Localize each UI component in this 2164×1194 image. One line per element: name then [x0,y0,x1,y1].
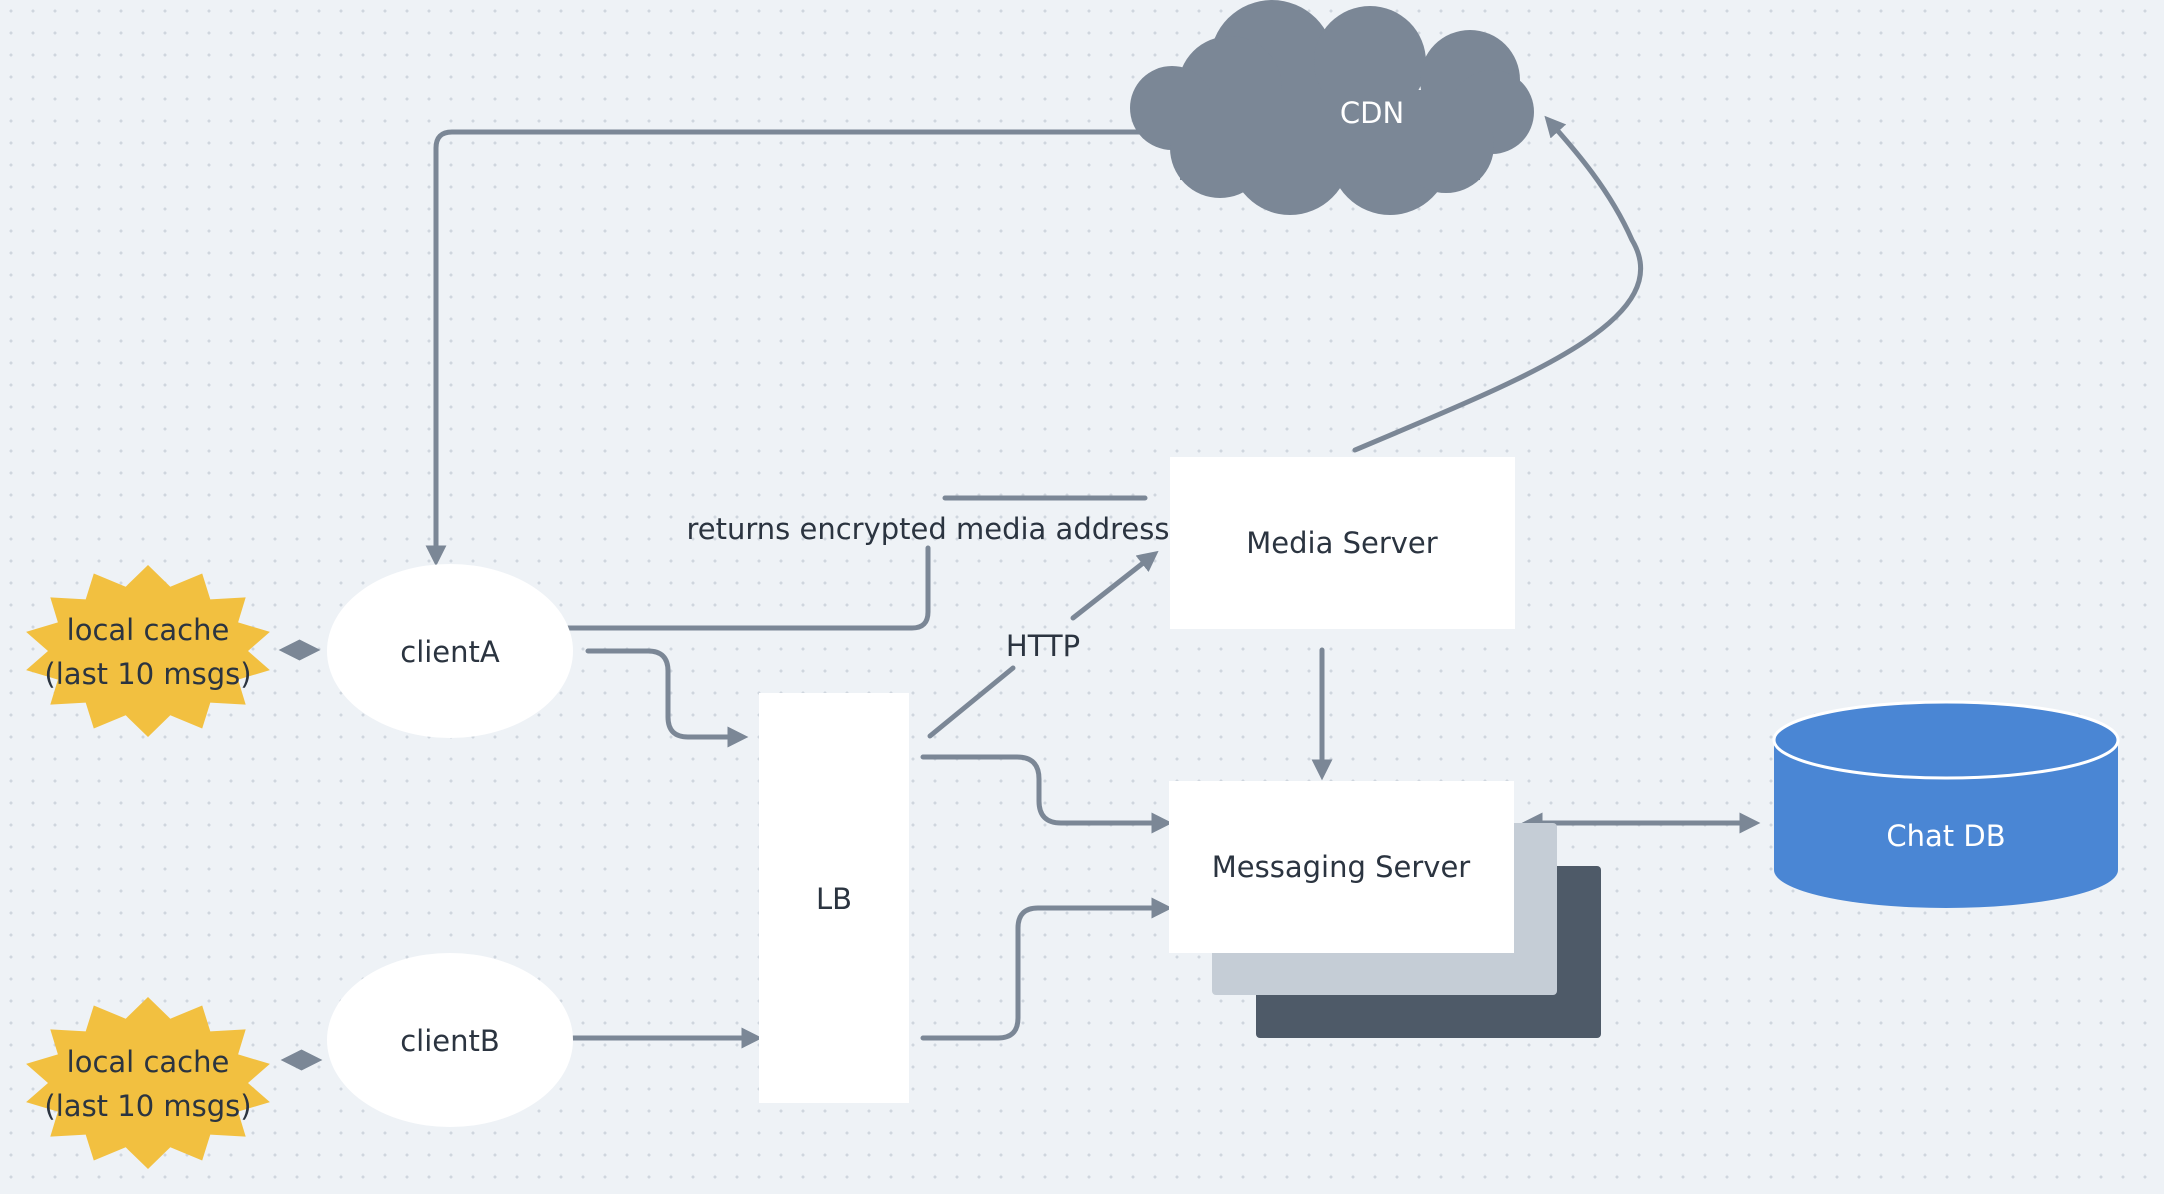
cache-b-line2: (last 10 msgs) [44,1089,251,1123]
returns-encrypted-media-address-label: returns encrypted media address [687,512,1170,546]
cache-b-line1: local cache [67,1045,230,1079]
edge-clienta-to-lb [585,648,749,748]
messaging-server-box [1169,781,1514,953]
clientb-node[interactable]: clientB [327,953,573,1127]
edge-cdn-to-clienta [425,129,1195,567]
cdn-node[interactable]: CDN [1130,0,1534,215]
edge-lb-to-media-a [927,665,1016,739]
messaging-server-label: Messaging Server [1212,850,1471,884]
cache-a-line2: (last 10 msgs) [44,657,251,691]
edge-media-to-clienta [546,495,1148,628]
media-server-box [1170,457,1515,629]
clientb-label: clientB [400,1024,500,1058]
messaging-server-node[interactable]: Messaging Server [1169,781,1601,1038]
media-server-node[interactable]: Media Server [1170,457,1515,629]
cloud-icon [1130,0,1534,215]
http-label: HTTP [1006,629,1080,663]
clientb-ellipse [327,953,573,1127]
edge-lb-to-media-b [1070,550,1159,621]
chat-db-label: Chat DB [1886,819,2005,853]
chat-db-node[interactable]: Chat DB [1772,700,2120,908]
starburst-icon [26,997,270,1169]
local-cache-a-node[interactable]: local cache (last 10 msgs) [26,565,270,737]
local-cache-b-node[interactable]: local cache (last 10 msgs) [26,997,270,1169]
lb-node[interactable]: LB [759,693,909,1103]
clienta-node[interactable]: clientA [327,564,573,738]
clienta-ellipse [327,564,573,738]
starburst-icon [26,565,270,737]
database-icon [1772,700,2120,908]
media-server-label: Media Server [1246,526,1437,560]
edge-lb-to-messaging-lower [920,897,1173,1041]
cdn-label: CDN [1340,96,1404,130]
lb-label: LB [816,882,852,916]
edge-media-to-cdn [1352,115,1644,453]
lb-box [759,693,909,1103]
edge-lb-to-messaging-upper [920,754,1173,834]
cache-a-line1: local cache [67,613,230,647]
clienta-label: clientA [400,635,500,669]
